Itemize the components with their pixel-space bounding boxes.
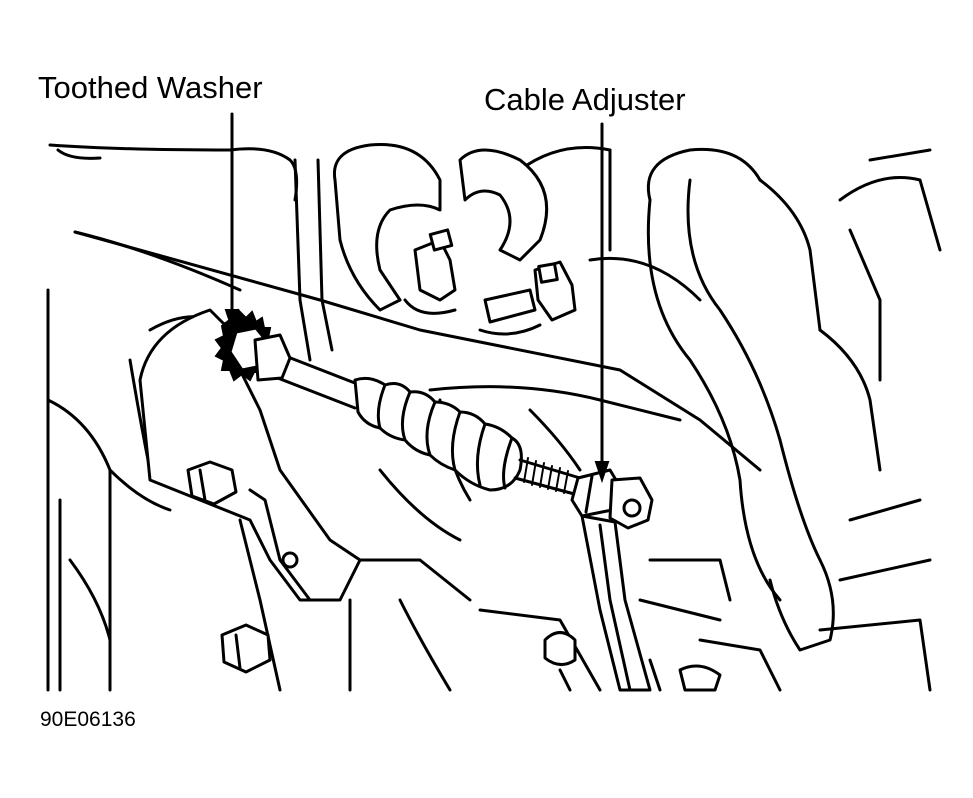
coolant-hoses — [293, 142, 942, 652]
shift-cable-assembly — [268, 348, 582, 497]
hex-bolt-upper — [186, 460, 238, 506]
toothed-washer — [214, 308, 292, 382]
cable-adjuster — [570, 468, 654, 692]
cable-adjuster-label: Cable Adjuster — [484, 82, 686, 117]
lower-linkage — [543, 631, 722, 692]
hose-clamp-right — [478, 260, 577, 336]
cable-adjuster-pointer — [594, 122, 610, 484]
toothed-washer-label: Toothed Washer — [38, 70, 263, 105]
toothed-washer-pointer — [224, 112, 240, 332]
figure-number: 90E06136 — [40, 708, 136, 731]
hose-clamp-left — [403, 228, 457, 315]
left-mounting-bracket — [138, 308, 362, 692]
hex-bolt-lower — [220, 623, 272, 674]
engine-background-structure — [46, 143, 932, 692]
